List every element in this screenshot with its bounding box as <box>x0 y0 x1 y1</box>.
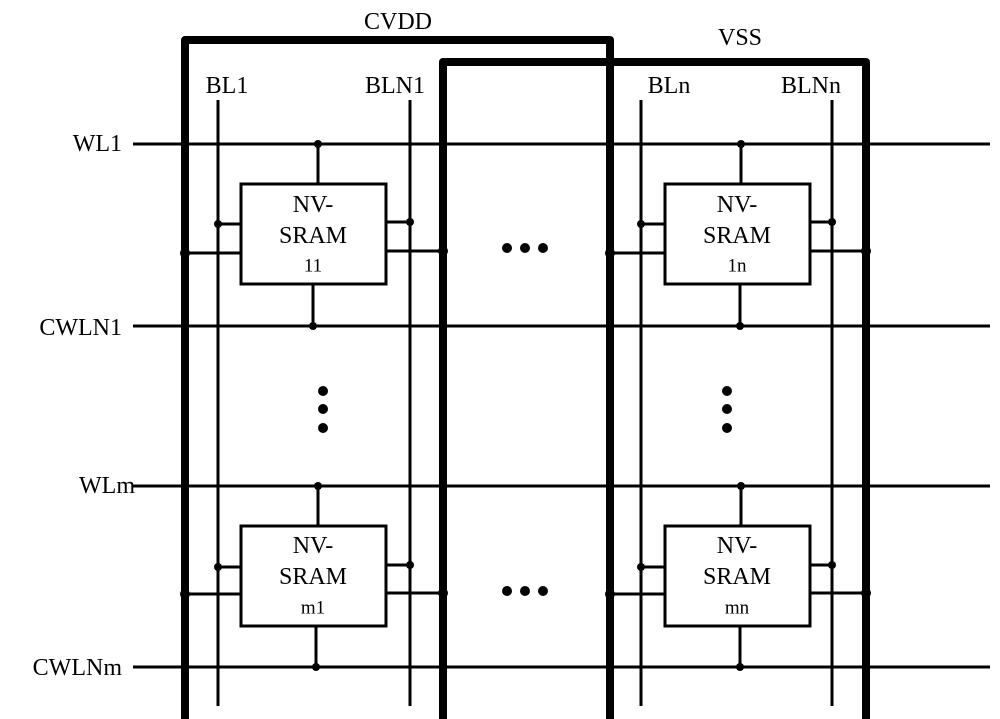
cvdd-rail <box>181 36 614 719</box>
wlm-label: WLm <box>79 473 135 499</box>
wl1-label: WL1 <box>73 131 122 157</box>
cell-1n-box <box>663 182 812 286</box>
cell-1n-line1: NV- <box>717 192 757 218</box>
bln-label: BLn <box>648 73 691 99</box>
cwlnm-label: CWLNm <box>33 655 123 681</box>
cell-m1-line1: NV- <box>293 533 333 559</box>
cell-m1-box <box>239 524 388 628</box>
blnn-label: BLNn <box>781 73 841 99</box>
bln1-label: BLN1 <box>365 73 425 99</box>
cell-mn: NV- SRAM mn <box>605 482 871 671</box>
cell-11: NV- SRAM 11 <box>180 140 448 330</box>
cell-m1: NV- SRAM m1 <box>180 482 448 671</box>
bl1-label: BL1 <box>206 73 249 99</box>
cell-mn-line3: mn <box>725 598 750 619</box>
cell-11-line1: NV- <box>293 192 333 218</box>
cell-11-box <box>239 182 388 286</box>
ellipsis-horizontal-top <box>502 243 548 253</box>
cell-mn-box <box>663 524 812 628</box>
cwln1-label: CWLN1 <box>39 315 122 341</box>
cell-m1-line3: m1 <box>301 598 325 619</box>
cvdd-label: CVDD <box>364 9 432 35</box>
ellipsis-vertical-left <box>318 386 328 433</box>
cell-mn-line1: NV- <box>717 533 757 559</box>
cell-m1-line2: SRAM <box>279 564 347 590</box>
vss-label: VSS <box>718 25 762 51</box>
ellipsis-horizontal-bottom <box>502 586 548 596</box>
cell-1n-line2: SRAM <box>703 223 771 249</box>
cell-mn-line2: SRAM <box>703 564 771 590</box>
cell-1n: NV- SRAM 1n <box>605 140 871 330</box>
cell-11-line2: SRAM <box>279 223 347 249</box>
cell-1n-line3: 1n <box>728 256 748 277</box>
vss-rail <box>439 58 870 719</box>
cell-11-line3: 11 <box>304 256 322 277</box>
ellipsis-vertical-right <box>722 386 732 433</box>
